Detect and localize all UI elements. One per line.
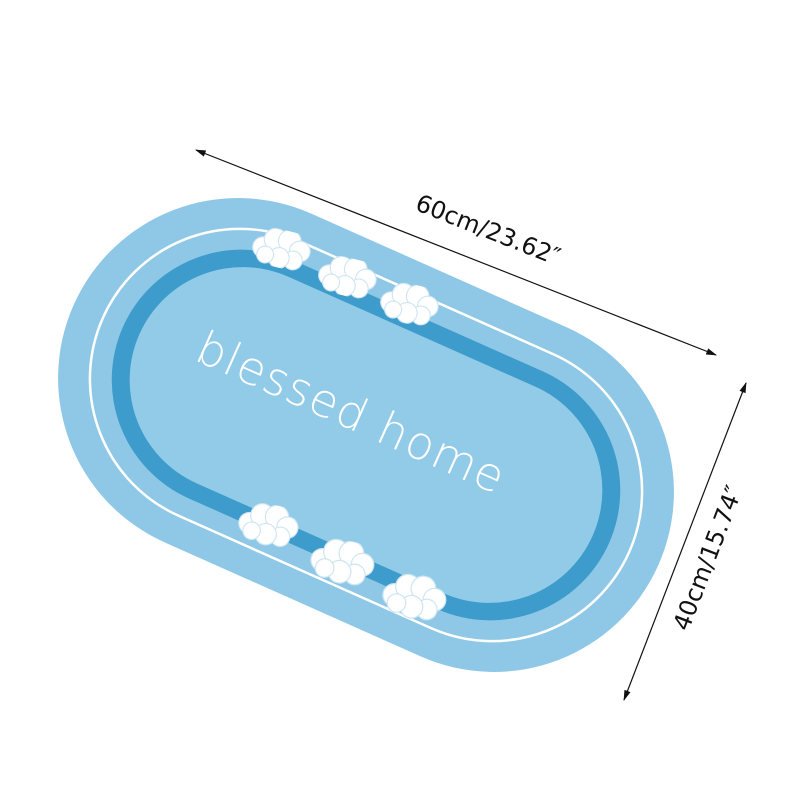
length-label: 60cm/23.62″ [412, 189, 565, 271]
length-arrow [194, 149, 718, 356]
width-arrow [623, 381, 747, 702]
width-label: 40cm/15.74″ [668, 482, 749, 635]
